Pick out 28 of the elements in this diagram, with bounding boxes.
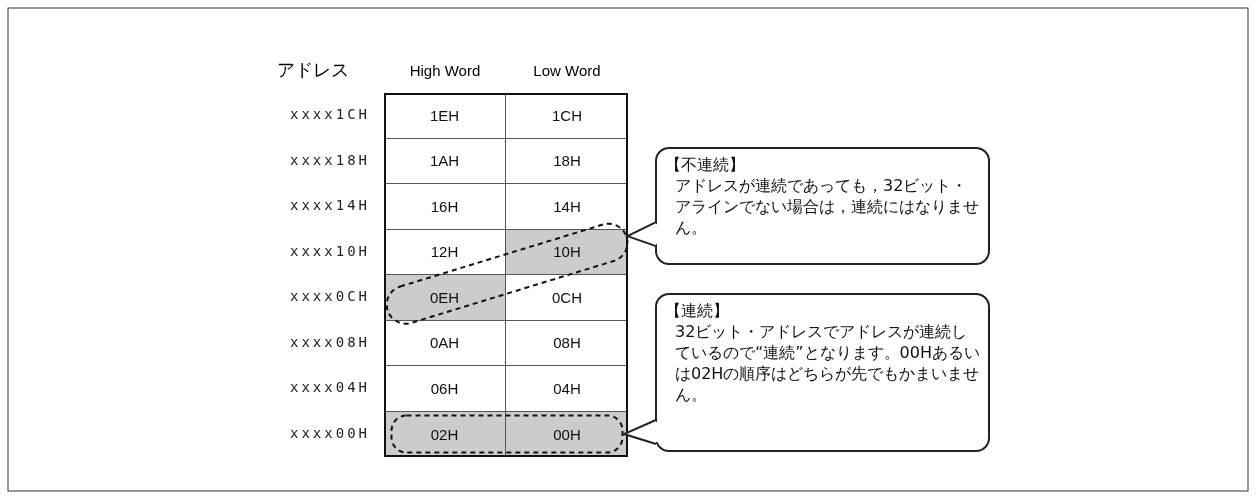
table-cell: 1AH <box>384 138 506 184</box>
callout-bubble <box>655 293 990 452</box>
callout-heading: 【不連続】 <box>665 154 746 175</box>
table-cell: 1EH <box>384 93 506 139</box>
address-label: xxxx14H <box>289 197 370 213</box>
column-header: アドレス <box>277 58 350 82</box>
address-label: xxxx1CH <box>289 106 370 122</box>
table-cell: 10H <box>506 229 628 275</box>
address-label: xxxx18H <box>289 151 370 168</box>
table-cell: 0EH <box>384 275 506 321</box>
callout-text: 32ビット・アドレスでアドレスが連続しているので“連続”となります。00Hあるいは02Hの順序はどちらが先でもかまいません。 <box>674 321 980 405</box>
table-cell: 16H <box>384 184 506 230</box>
callout-pointer <box>624 221 657 248</box>
callout-bubble <box>655 147 990 265</box>
callout-text: アドレスが連続であっても，32ビット・アラインでない場合は，連続にはなりません。 <box>674 175 980 238</box>
address-label: xxxx00H <box>289 424 370 441</box>
address-label: xxxx04H <box>289 379 370 395</box>
address-label: xxxx08H <box>289 333 370 350</box>
table-cell: 06H <box>384 366 506 412</box>
dashed-rounded-box <box>390 414 624 454</box>
callout-heading: 【連続】 <box>665 300 730 321</box>
address-label: xxxx10H <box>289 242 370 259</box>
callout-pointer <box>621 419 657 445</box>
column-header: Low Word <box>532 62 602 79</box>
table-cell: 0AH <box>384 320 506 366</box>
table-cell: 12H <box>384 229 506 275</box>
address-label: xxxx0CH <box>289 288 370 304</box>
column-header: High Word <box>408 62 482 79</box>
